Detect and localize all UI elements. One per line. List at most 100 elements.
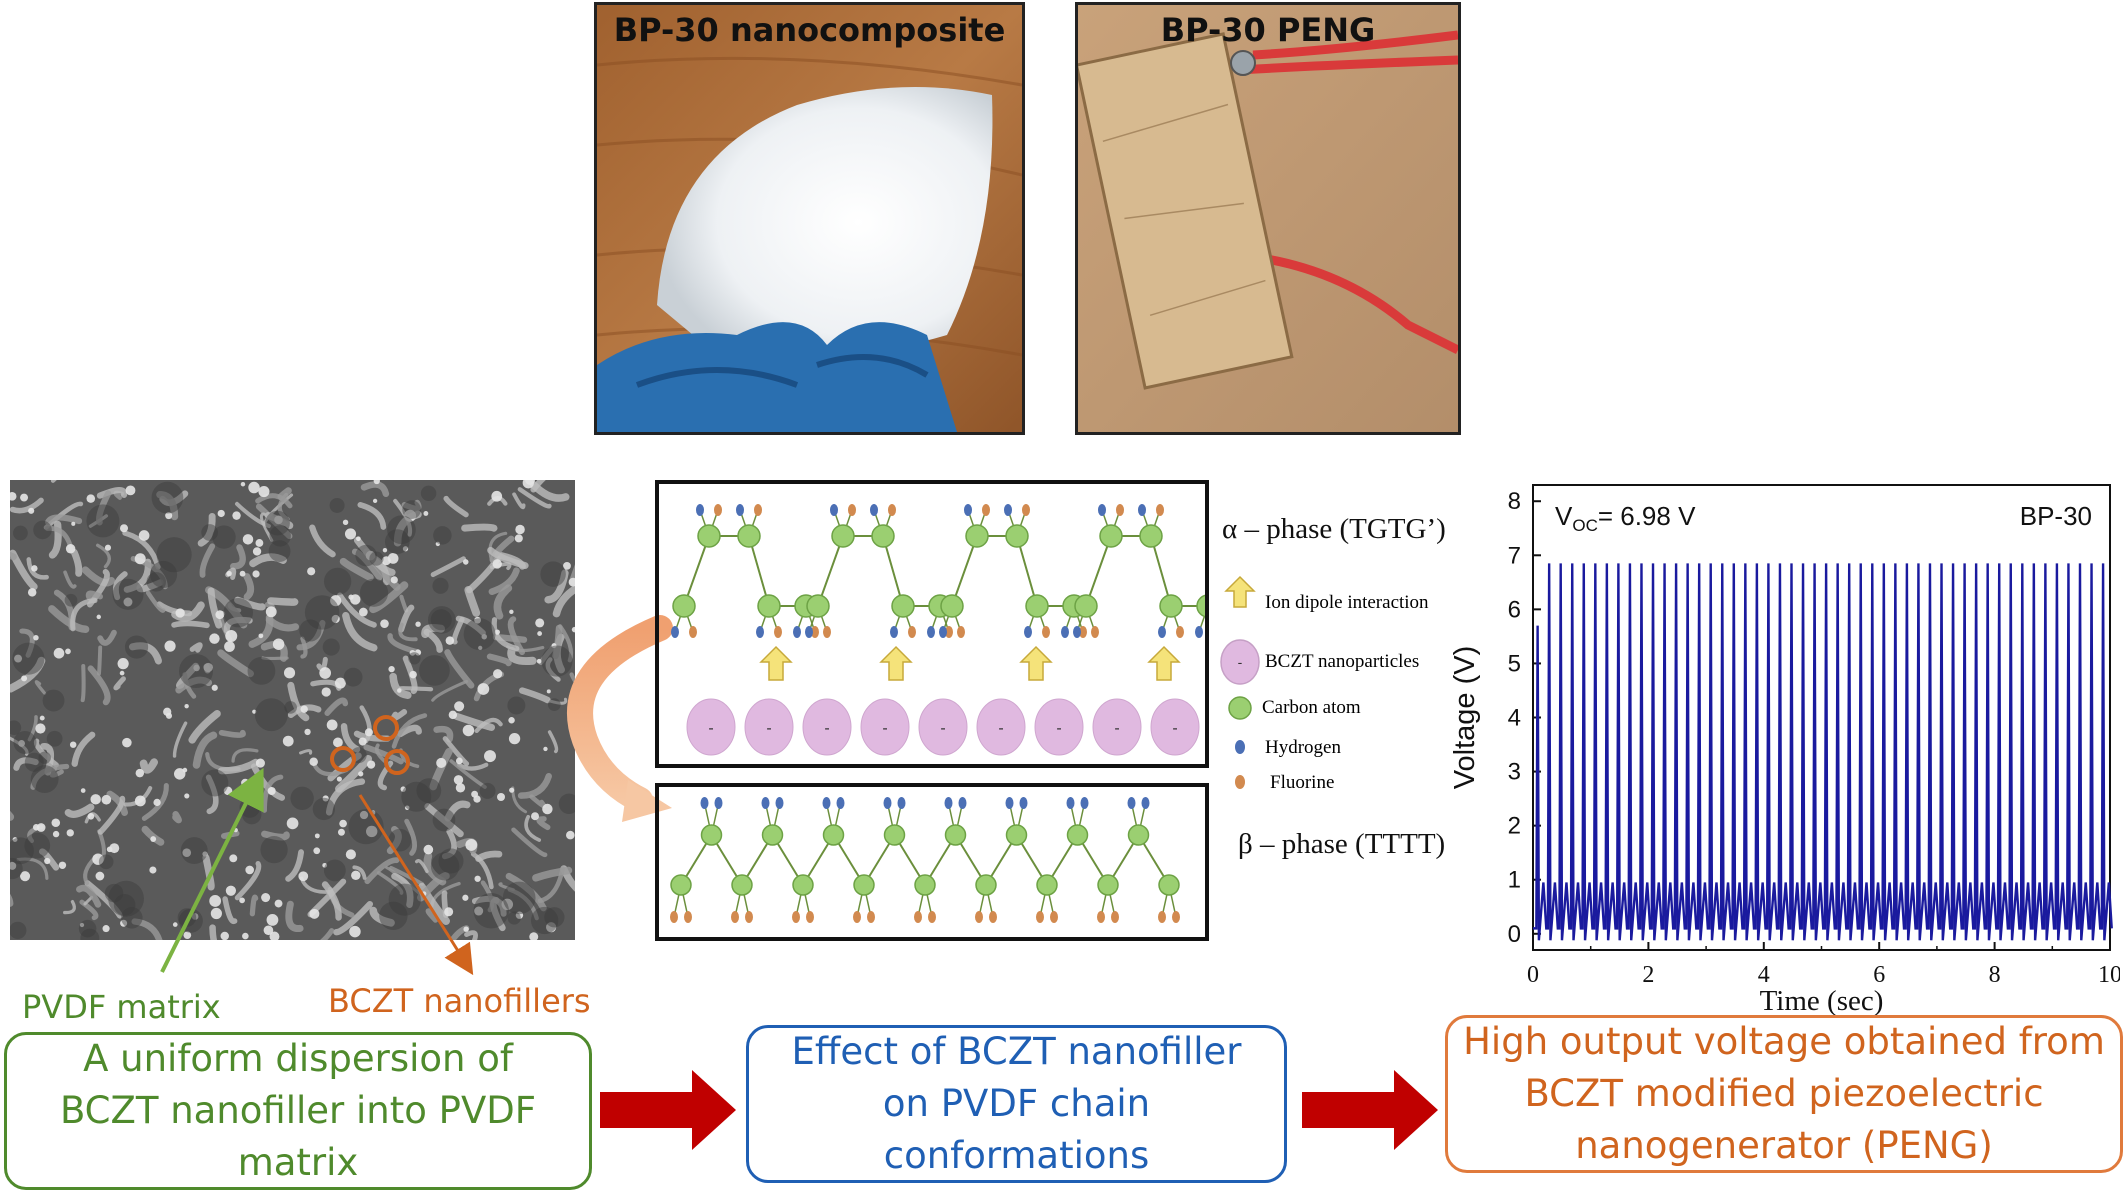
beta-phase-box <box>655 783 1209 941</box>
carbon-atom <box>1005 824 1028 846</box>
carbon-atom <box>1158 874 1180 896</box>
carbon-atom <box>940 594 964 618</box>
output-voltage-box: High output voltage obtained from BCZT m… <box>1445 1015 2123 1173</box>
carbon-atom <box>914 874 936 896</box>
carbon-atom <box>853 874 875 896</box>
carbon-atom <box>1159 594 1183 618</box>
legend-bczt-np: BCZT nanoparticles <box>1265 651 1420 672</box>
nanoparticle-charge: - <box>1056 720 1061 737</box>
y-tick-label: 5 <box>1508 650 1521 677</box>
carbon-atom <box>761 824 784 846</box>
beta-phase-label: β – phase (TTTT) <box>1238 828 1446 860</box>
y-tick-label: 7 <box>1508 542 1521 569</box>
carbon-atom <box>1139 524 1163 548</box>
conformation-box: Effect of BCZT nanofiller on PVDF chain … <box>746 1025 1287 1183</box>
x-tick-label: 10 <box>2098 962 2120 988</box>
ion-dipole-arrow <box>1147 645 1181 681</box>
ion-dipole-arrow <box>759 645 793 681</box>
carbon-atom <box>1074 594 1098 618</box>
y-tick-label: 8 <box>1508 488 1521 515</box>
nanoparticle-charge: - <box>882 720 887 737</box>
sem-image <box>10 480 575 940</box>
x-tick-label: 0 <box>1527 962 1539 988</box>
legend-hydrogen: Hydrogen <box>1265 737 1341 758</box>
nanoparticle-charge: - <box>940 720 945 737</box>
legend-fluorine: Fluorine <box>1270 772 1335 793</box>
pvdf-arrow <box>160 767 264 973</box>
ion-dipole-arrow <box>1019 645 1053 681</box>
carbon-atom <box>1097 874 1119 896</box>
bczt-nanoparticle <box>976 698 1026 756</box>
nanoparticle-charge: - <box>1172 720 1177 737</box>
carbon-atom <box>697 524 721 548</box>
bczt-nanoparticle <box>744 698 794 756</box>
bczt-nanoparticle <box>802 698 852 756</box>
fluorine-icon <box>1235 775 1245 789</box>
alpha-phase-label: α – phase (TGTG’) <box>1222 513 1446 545</box>
bczt-circle-2 <box>373 715 399 741</box>
nanoparticle-charge: - <box>708 720 713 737</box>
bczt-nanoparticle <box>918 698 968 756</box>
x-tick-label: 4 <box>1758 962 1770 988</box>
flow-arrow-1 <box>600 1070 736 1150</box>
carbon-atom <box>965 524 989 548</box>
beta-chain <box>670 797 1180 923</box>
svg-text:-: - <box>1238 654 1243 670</box>
peng-label: BP-30 PENG <box>1160 11 1376 49</box>
conformation-text: Effect of BCZT nanofiller on PVDF chain … <box>791 1030 1242 1177</box>
carbon-atom <box>831 524 855 548</box>
bczt-nanoparticle <box>1150 698 1200 756</box>
nanoparticle-charge: - <box>824 720 829 737</box>
bczt-nanoparticle-icon <box>1220 639 1260 685</box>
carbon-atom <box>975 874 997 896</box>
carbon-atom <box>1036 874 1058 896</box>
bczt-circle-1 <box>330 746 356 772</box>
carbon-atom <box>871 524 895 548</box>
carbon-atom <box>1005 524 1029 548</box>
nanocomposite-photo: BP-30 nanocomposite <box>594 2 1025 435</box>
nanoparticle-charge: - <box>998 720 1003 737</box>
carbon-atom <box>757 594 781 618</box>
legend-carbon: Carbon atom <box>1262 697 1361 718</box>
x-axis-label: Time (sec) <box>1760 985 1884 1017</box>
y-tick-label: 4 <box>1508 705 1521 732</box>
x-tick-label: 2 <box>1642 962 1654 988</box>
pvdf-matrix-label: PVDF matrix <box>22 988 221 1026</box>
carbon-atom <box>792 874 814 896</box>
voc-annotation: VOC= 6.98 V <box>1555 501 1696 535</box>
carbon-atom <box>883 824 906 846</box>
carbon-atom-icon <box>1228 696 1252 720</box>
carbon-atom <box>670 874 692 896</box>
carbon-atom <box>672 594 696 618</box>
ion-dipole-icon <box>1224 575 1256 608</box>
flow-arrow-2 <box>1302 1070 1438 1150</box>
peng-photo: BP-30 PENG <box>1075 2 1461 435</box>
legend-icons: - <box>1220 575 1260 789</box>
nanoparticle-charge: - <box>766 720 771 737</box>
carbon-atom <box>1196 594 1220 618</box>
carbon-atom <box>891 594 915 618</box>
carbon-atom <box>1025 594 1049 618</box>
y-tick-label: 0 <box>1508 921 1521 948</box>
carbon-atom <box>737 524 761 548</box>
phase-transition-arrowhead <box>622 780 672 822</box>
y-tick-label: 6 <box>1508 596 1521 623</box>
x-tick-label: 6 <box>1873 962 1885 988</box>
nanoparticle-charge: - <box>1114 720 1119 737</box>
carbon-atom <box>822 824 845 846</box>
bczt-arrow <box>358 794 474 976</box>
carbon-atom <box>1099 524 1123 548</box>
carbon-atom <box>1066 824 1089 846</box>
bczt-nanoparticle <box>686 698 736 756</box>
y-tick-label: 3 <box>1508 759 1521 786</box>
y-axis-label: Voltage (V) <box>1449 646 1481 789</box>
alpha-phase-box: --------- <box>655 480 1233 768</box>
output-voltage-text: High output voltage obtained from BCZT m… <box>1463 1020 2105 1167</box>
sample-annotation: BP-30 <box>2020 501 2092 531</box>
nanocomposite-photo-image <box>597 5 1022 432</box>
alpha-phase-diagram: --------- <box>671 504 1233 756</box>
y-tick-label: 2 <box>1508 813 1521 840</box>
beta-phase-diagram <box>670 797 1180 923</box>
